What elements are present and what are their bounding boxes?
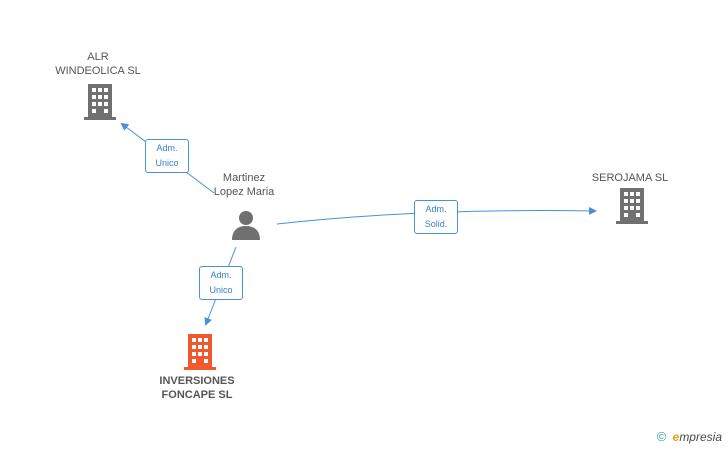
edge-label-to-inversiones-line1: Adm. xyxy=(210,270,232,280)
edge-label-to-alr[interactable]: Adm. Unico xyxy=(145,139,189,173)
copyright-symbol: © xyxy=(656,429,667,444)
edge-label-to-inversiones[interactable]: Adm. Unico xyxy=(199,266,243,300)
person-icon[interactable] xyxy=(231,210,261,240)
node-label-inversiones-line1: INVERSIONES xyxy=(159,375,235,387)
node-label-inversiones: INVERSIONES FONCAPE SL xyxy=(137,374,257,402)
node-label-person-line2: Lopez Maria xyxy=(213,186,275,198)
edge-label-to-serojama-line1: Adm. xyxy=(425,204,447,214)
node-label-alr-line2: WINDEOLICA SL xyxy=(55,65,141,77)
building-icon[interactable] xyxy=(616,188,648,224)
node-label-inversiones-line2: FONCAPE SL xyxy=(161,389,233,401)
edge-label-to-serojama-line2: Solid. xyxy=(424,219,448,229)
brand-initial: e xyxy=(672,430,680,444)
node-label-serojama-text: SEROJAMA SL xyxy=(591,172,669,184)
node-label-alr: ALR WINDEOLICA SL xyxy=(48,50,148,78)
node-label-person: Martinez Lopez Maria xyxy=(194,171,294,199)
edge-label-to-alr-line2: Unico xyxy=(155,158,179,168)
footer-brand: © empresia xyxy=(657,429,722,444)
node-label-serojama: SEROJAMA SL xyxy=(580,171,680,185)
building-icon[interactable] xyxy=(84,84,116,120)
edge-label-to-serojama[interactable]: Adm. Solid. xyxy=(414,200,458,234)
building-icon-main[interactable] xyxy=(184,334,216,370)
node-label-person-line1: Martinez xyxy=(222,172,266,184)
node-label-alr-line1: ALR xyxy=(87,51,109,63)
edge-label-to-inversiones-line2: Unico xyxy=(209,285,233,295)
brand-logo[interactable]: empresia xyxy=(673,430,722,444)
brand-rest: mpresia xyxy=(679,430,722,444)
edge-label-to-alr-line1: Adm. xyxy=(156,143,178,153)
